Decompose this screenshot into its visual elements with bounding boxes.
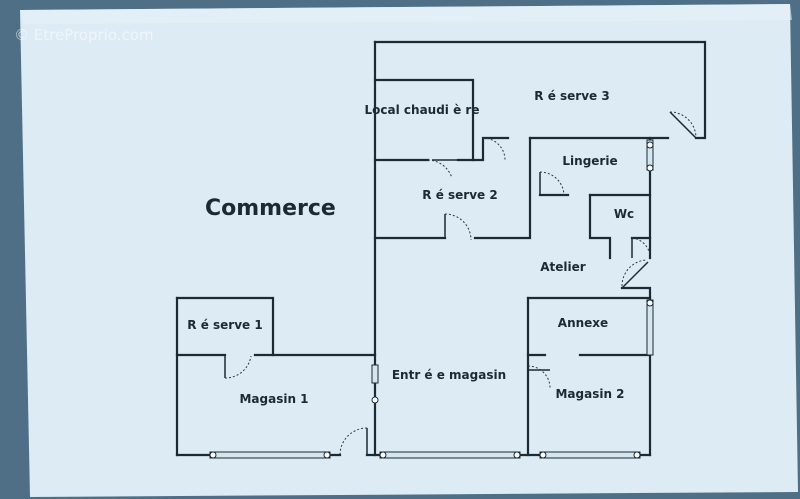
label-entree: Entr é e magasin <box>392 368 506 382</box>
window-dot <box>633 451 641 459</box>
door-swing <box>669 111 697 139</box>
window-entree <box>379 451 521 459</box>
wall-chaufferie <box>373 78 475 162</box>
windows <box>209 139 654 459</box>
window-dot <box>379 451 387 459</box>
window-dot <box>646 141 654 149</box>
window-dot <box>513 451 521 459</box>
door-reserve3 <box>669 111 697 139</box>
door-swing <box>482 137 506 161</box>
door-swing <box>444 213 472 241</box>
wall-atelier-right <box>620 286 652 457</box>
window-magasin2 <box>539 451 641 459</box>
label-lingerie: Lingerie <box>562 154 617 168</box>
window-dot <box>209 451 217 459</box>
wall-reserve1 <box>175 296 275 357</box>
watermark-text: © EtreProprio.com <box>14 26 154 44</box>
label-magasin2: Magasin 2 <box>555 387 624 401</box>
wall-reserve3-outer <box>373 40 707 140</box>
paper-sheet <box>20 4 798 497</box>
label-reserve2: R é serve 2 <box>422 188 497 202</box>
door-swing <box>631 237 651 257</box>
window-dot <box>371 396 379 404</box>
label-wc: Wc <box>614 207 634 221</box>
wall-wc <box>588 193 612 260</box>
label-reserve3: R é serve 3 <box>534 89 609 103</box>
label-magasin1: Magasin 1 <box>239 392 308 406</box>
room-labels: R é serve 3 Local chaudi è re Lingerie R… <box>187 89 634 406</box>
paper-glare <box>20 4 792 24</box>
wall-reserve2 <box>373 136 532 240</box>
door-swing <box>427 159 453 179</box>
label-atelier: Atelier <box>540 260 586 274</box>
window-dot <box>646 164 654 172</box>
window-annexe <box>646 299 654 356</box>
door-swing <box>539 171 565 197</box>
label-chaufferie: Local chaudi è re <box>365 103 480 117</box>
window-dot <box>323 451 331 459</box>
doors <box>224 111 697 456</box>
window-entree-left <box>371 364 379 384</box>
label-annexe: Annexe <box>558 316 608 330</box>
door-atelier <box>621 261 649 289</box>
plan-title: Commerce <box>205 196 336 221</box>
window-dot <box>646 299 654 307</box>
window-dot <box>539 451 547 459</box>
window-magasin1 <box>209 451 331 459</box>
label-reserve1: R é serve 1 <box>187 318 262 332</box>
door-swing <box>224 355 252 379</box>
door-swing <box>527 365 551 389</box>
door-swing <box>339 427 368 456</box>
